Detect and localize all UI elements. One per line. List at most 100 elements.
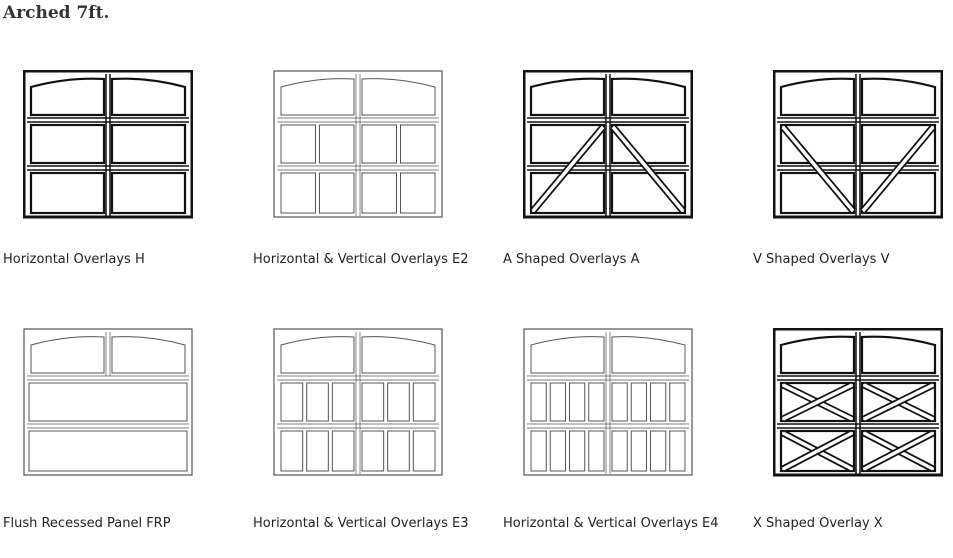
door-frame xyxy=(273,70,443,218)
arched-window xyxy=(361,78,436,116)
panel xyxy=(669,430,686,472)
panel xyxy=(669,382,686,422)
door-frame xyxy=(523,328,693,476)
arched-window xyxy=(361,336,436,374)
panel xyxy=(650,382,667,422)
panel xyxy=(549,382,566,422)
garage-door-image xyxy=(773,70,943,219)
panel xyxy=(412,430,436,472)
panel xyxy=(361,382,385,422)
diagonal-overlay xyxy=(861,125,935,213)
panel xyxy=(29,123,106,165)
panel xyxy=(549,430,566,472)
door-frame xyxy=(523,70,693,219)
panel xyxy=(280,430,304,472)
door-label: Horizontal & Vertical Overlays E4 xyxy=(503,516,719,531)
door-option-e3[interactable]: Horizontal & Vertical Overlays E3 xyxy=(253,328,493,558)
panel xyxy=(361,124,397,164)
door-label: Flush Recessed Panel FRP xyxy=(3,516,171,531)
panel xyxy=(588,382,605,422)
panel xyxy=(611,430,628,472)
panel xyxy=(387,430,410,472)
panel xyxy=(779,429,856,473)
arched-window xyxy=(610,77,687,117)
panel xyxy=(779,171,856,215)
panel xyxy=(588,430,605,472)
panel xyxy=(400,172,436,214)
door-option-e2[interactable]: Horizontal & Vertical Overlays E2 xyxy=(253,70,493,300)
panel xyxy=(860,381,937,423)
arched-window xyxy=(110,77,187,117)
panel xyxy=(529,171,606,215)
panel xyxy=(280,172,316,214)
door-frame xyxy=(773,328,943,477)
diagonal-overlay xyxy=(782,431,853,471)
door-label: V Shaped Overlays V xyxy=(753,252,890,267)
panel xyxy=(860,123,937,165)
panel xyxy=(361,430,385,472)
panel xyxy=(412,382,436,422)
arched-window xyxy=(529,77,606,117)
panel xyxy=(610,171,687,215)
diagonal-overlay xyxy=(782,383,853,421)
door-option-frp[interactable]: Flush Recessed Panel FRP xyxy=(3,328,243,558)
panel xyxy=(860,171,937,215)
door-option-h[interactable]: Horizontal Overlays H xyxy=(3,70,243,300)
panel xyxy=(331,430,355,472)
flush-panel xyxy=(28,430,188,472)
garage-door-image xyxy=(523,328,693,476)
door-frame xyxy=(773,70,943,219)
panel xyxy=(610,123,687,165)
flush-panel xyxy=(28,382,188,422)
door-frame xyxy=(23,328,193,476)
arched-window xyxy=(30,336,105,374)
panel xyxy=(306,430,329,472)
arched-window xyxy=(280,336,355,374)
door-label: X Shaped Overlay X xyxy=(753,516,883,531)
panel xyxy=(650,430,667,472)
garage-door-image xyxy=(523,70,693,219)
panel xyxy=(530,382,547,422)
arched-window xyxy=(779,335,856,375)
door-frame xyxy=(23,70,193,219)
door-label: A Shaped Overlays A xyxy=(503,252,640,267)
panel xyxy=(630,382,647,422)
panel xyxy=(319,172,355,214)
door-option-v[interactable]: V Shaped Overlays V xyxy=(753,70,953,300)
garage-door-image xyxy=(23,70,193,219)
door-option-e4[interactable]: Horizontal & Vertical Overlays E4 xyxy=(503,328,743,558)
panel xyxy=(630,430,647,472)
garage-door-image xyxy=(273,328,443,476)
panel xyxy=(29,171,106,215)
panel xyxy=(280,124,316,164)
arched-window xyxy=(280,78,355,116)
panel xyxy=(529,123,606,165)
arched-window xyxy=(779,77,856,117)
garage-door-image xyxy=(773,328,943,477)
door-label: Horizontal Overlays H xyxy=(3,252,145,267)
panel xyxy=(361,172,397,214)
door-option-x[interactable]: X Shaped Overlay X xyxy=(753,328,953,558)
panel xyxy=(400,124,436,164)
door-option-a[interactable]: A Shaped Overlays A xyxy=(503,70,743,300)
panel xyxy=(530,430,547,472)
panel xyxy=(569,382,586,422)
panel xyxy=(387,382,410,422)
panel xyxy=(779,123,856,165)
diagonal-overlay xyxy=(531,125,605,213)
panel xyxy=(331,382,355,422)
panel xyxy=(319,124,355,164)
door-label: Horizontal & Vertical Overlays E2 xyxy=(253,252,469,267)
panel xyxy=(569,430,586,472)
arched-window xyxy=(860,77,937,117)
door-frame xyxy=(273,328,443,476)
panel xyxy=(110,123,187,165)
panel xyxy=(779,381,856,423)
diagonal-overlay xyxy=(863,383,934,421)
garage-door-image xyxy=(23,328,193,476)
garage-door-image xyxy=(273,70,443,218)
arched-window xyxy=(860,335,937,375)
panel xyxy=(611,382,628,422)
page-title: Arched 7ft. xyxy=(3,3,110,23)
door-label: Horizontal & Vertical Overlays E3 xyxy=(253,516,469,531)
